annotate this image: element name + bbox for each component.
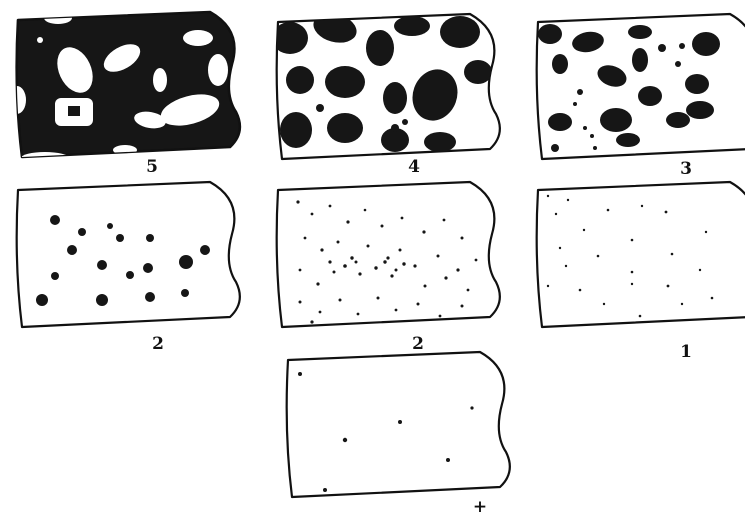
panel-3: 3 — [537, 14, 745, 179]
leaf-outline — [277, 182, 500, 327]
panel-2-round-dots: 2 — [17, 182, 240, 354]
panel-label: 1 — [680, 342, 692, 362]
leaf-outline — [537, 182, 745, 327]
panel-1: 1 — [537, 182, 745, 362]
panel-2-fine-speckles: 2 — [277, 182, 500, 354]
panel-label: 2 — [152, 334, 164, 354]
panel-label: 2 — [412, 334, 424, 354]
panel-5: 5 — [8, 12, 240, 177]
panel-label: 4 — [408, 157, 420, 177]
panel-4: 4 — [272, 9, 500, 177]
panel-label: 3 — [680, 159, 692, 179]
panel-label: + — [473, 497, 487, 512]
panel-plus: + — [287, 352, 510, 512]
panel-label: 5 — [146, 157, 158, 177]
leaf-outline — [287, 352, 510, 497]
